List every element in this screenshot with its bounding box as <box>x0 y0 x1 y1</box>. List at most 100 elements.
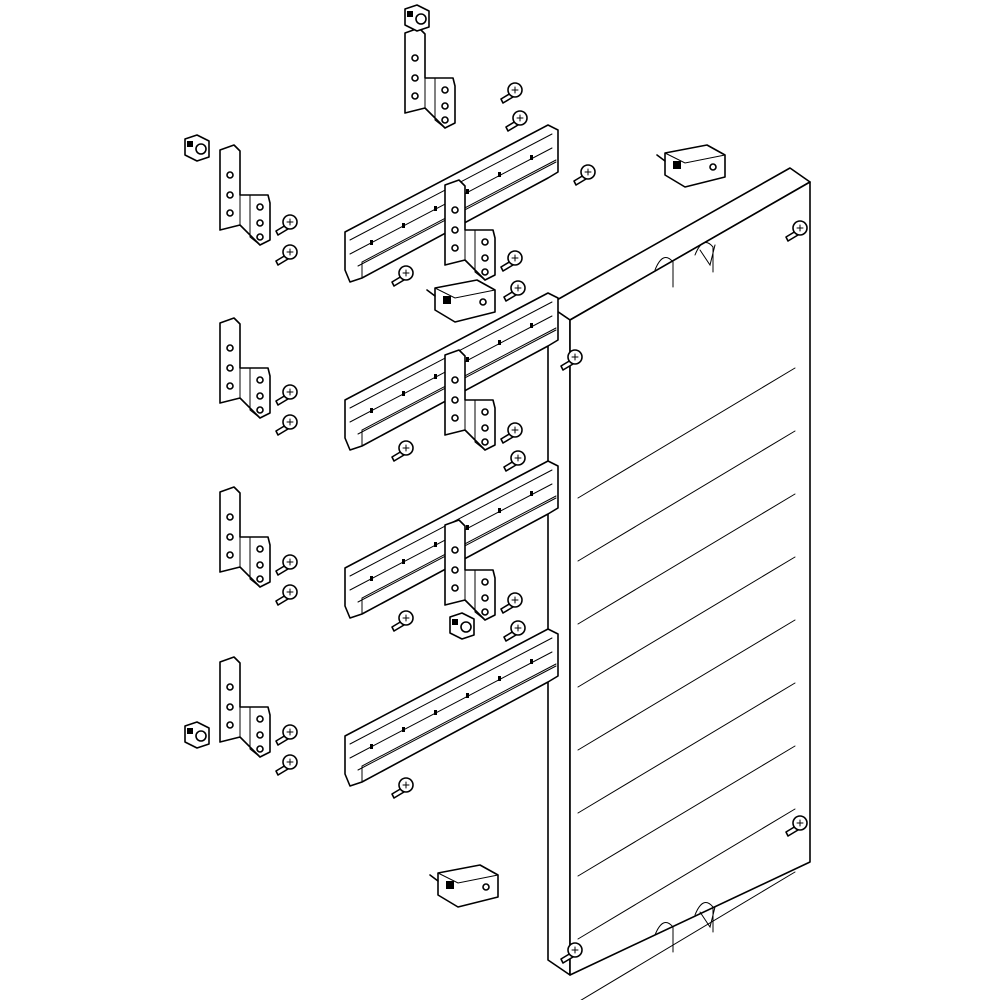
mounting-hole <box>451 396 459 404</box>
mounting-hole <box>226 513 234 521</box>
mounting-hole <box>226 171 234 179</box>
screw-icon <box>500 82 523 104</box>
mounting-hole <box>481 408 489 416</box>
mounting-bracket <box>219 144 271 246</box>
line-art <box>530 491 533 496</box>
line-art <box>286 558 294 566</box>
screw-icon <box>275 214 298 236</box>
line-art <box>514 624 522 632</box>
panel-guide-lines <box>577 367 796 1000</box>
line-art <box>402 727 405 732</box>
clip-nut-icon <box>449 612 475 640</box>
line-art <box>187 728 193 734</box>
mounting-hole <box>481 438 489 446</box>
line-art <box>656 154 666 162</box>
line-art <box>466 189 469 194</box>
mounting-hole <box>226 533 234 541</box>
line-art <box>437 864 499 908</box>
line-art <box>466 693 469 698</box>
line-art <box>577 619 796 751</box>
screw-icon <box>275 554 298 576</box>
mounting-hole <box>481 254 489 262</box>
line-art <box>437 872 499 884</box>
screw-icon <box>505 110 528 132</box>
line-art <box>286 388 294 396</box>
line-art <box>511 86 519 94</box>
line-art <box>514 454 522 462</box>
mounting-hole <box>481 594 489 602</box>
screw-icon <box>503 450 526 472</box>
line-art <box>434 77 446 129</box>
line-art <box>511 254 519 262</box>
line-art <box>434 710 437 715</box>
line-art <box>452 619 458 625</box>
brackets <box>219 27 496 758</box>
line-art <box>530 659 533 664</box>
mounting-hole <box>226 382 234 390</box>
screw-icon <box>391 440 414 462</box>
screw-icon <box>500 422 523 444</box>
line-art <box>402 444 410 452</box>
screws <box>275 82 808 964</box>
mounting-hole <box>411 92 419 100</box>
line-art <box>286 418 294 426</box>
line-art <box>466 525 469 530</box>
line-art <box>219 656 271 758</box>
screw-icon <box>500 592 523 614</box>
line-art <box>407 11 413 17</box>
line-art <box>584 168 592 176</box>
mounting-hole <box>451 206 459 214</box>
clip-nut-icon <box>184 134 210 162</box>
line-art <box>577 745 796 877</box>
line-art <box>402 391 405 396</box>
mounting-hole <box>451 244 459 252</box>
line-art <box>415 13 427 25</box>
line-art <box>344 628 559 787</box>
line-art <box>361 495 557 615</box>
mounting-hole <box>451 546 459 554</box>
line-art <box>664 152 726 164</box>
line-art <box>474 229 486 281</box>
screw-icon <box>785 220 808 242</box>
mounting-hole <box>256 406 264 414</box>
mounting-hole <box>226 344 234 352</box>
line-art <box>796 224 804 232</box>
line-art <box>498 340 501 345</box>
mounting-hole <box>256 203 264 211</box>
line-art <box>249 367 261 419</box>
mounting-hole <box>226 703 234 711</box>
line-art <box>429 874 439 882</box>
line-art <box>195 730 207 742</box>
line-art <box>498 508 501 513</box>
mounting-hole <box>451 566 459 574</box>
line-art <box>434 374 437 379</box>
line-art <box>286 218 294 226</box>
mounting-hole <box>256 715 264 723</box>
line-art <box>479 298 487 306</box>
line-art <box>361 327 557 447</box>
line-art <box>466 357 469 362</box>
terminal-block-icon <box>429 864 499 908</box>
screw-icon <box>275 754 298 776</box>
mounting-hole <box>256 575 264 583</box>
line-art <box>444 519 496 621</box>
line-art <box>286 588 294 596</box>
line-art <box>195 143 207 155</box>
screw-icon <box>500 250 523 272</box>
line-art <box>219 144 271 246</box>
line-art <box>286 728 294 736</box>
line-art <box>530 323 533 328</box>
line-art <box>577 430 796 562</box>
line-art <box>370 240 373 245</box>
line-art <box>577 682 796 814</box>
mounting-hole <box>256 219 264 227</box>
line-art <box>443 296 451 304</box>
line-art <box>577 556 796 688</box>
line-art <box>434 206 437 211</box>
line-art <box>474 399 486 451</box>
screw-icon <box>560 349 583 371</box>
line-art <box>361 663 557 783</box>
line-art <box>511 426 519 434</box>
